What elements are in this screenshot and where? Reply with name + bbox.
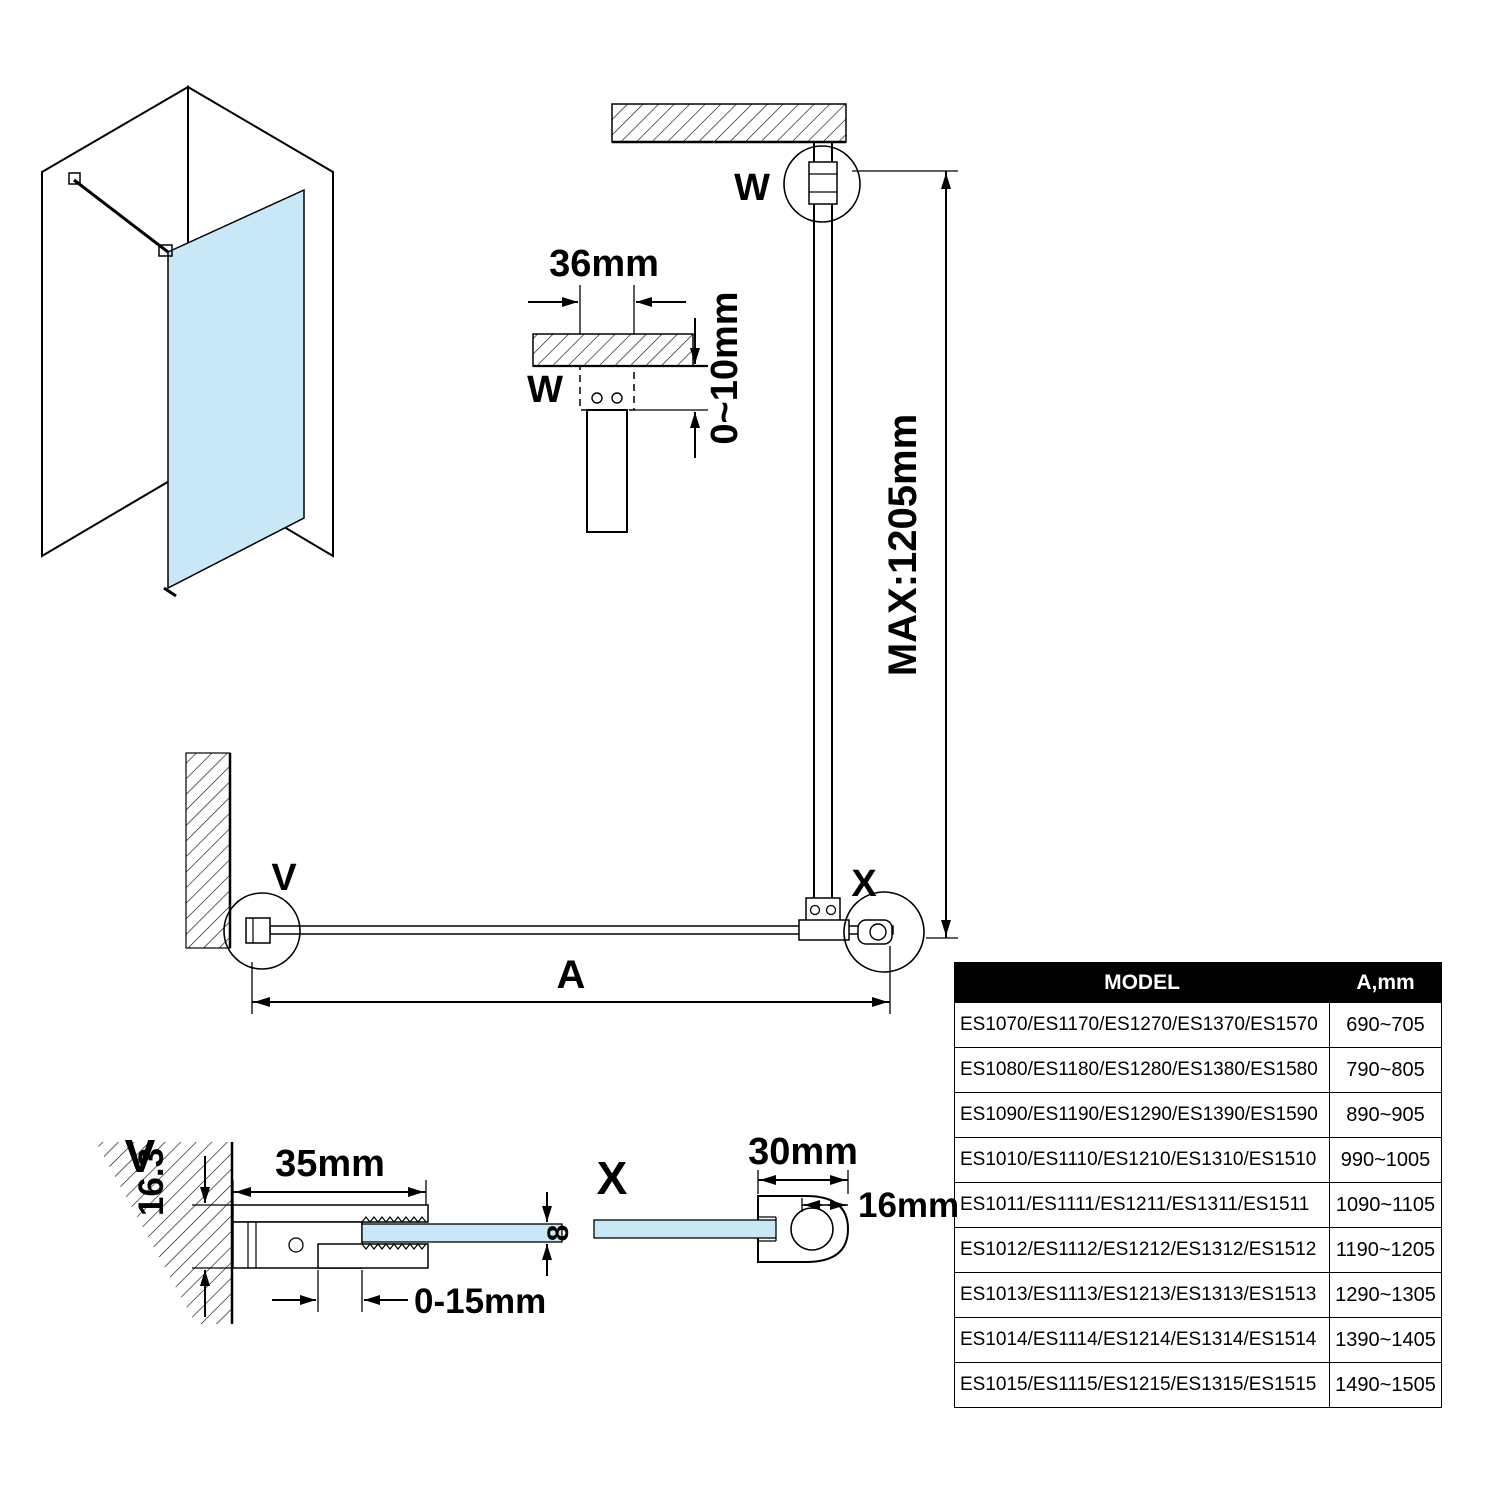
serration-bottom	[361, 1243, 427, 1250]
model-cell: ES1011/ES1111/ES1211/ES1311/ES1511	[954, 1182, 1330, 1228]
ceiling-hatch-w	[532, 333, 694, 367]
screw-channel-icon	[288, 1237, 304, 1253]
dim-a-label: A	[557, 953, 586, 997]
elevation-x-label: X	[851, 863, 877, 905]
a-cell: 1390~1405	[1329, 1317, 1442, 1363]
glass-foot-iso	[163, 586, 177, 598]
table-row: ES1080/ES1180/ES1280/ES1380/ES1580 790~8…	[954, 1047, 1442, 1093]
end-cap-knob	[869, 923, 887, 941]
a-cell: 990~1005	[1329, 1137, 1442, 1183]
ceiling-plate-dashed	[579, 365, 635, 411]
table-row: ES1090/ES1190/ES1290/ES1390/ES1590 890~9…	[954, 1092, 1442, 1138]
dim-16-3-label: 16.3	[132, 1148, 171, 1216]
detail-circle-x	[843, 891, 925, 973]
glass-section-v	[361, 1223, 563, 1243]
spec-table: MODEL A,mm ES1070/ES1170/ES1270/ES1370/E…	[954, 962, 1442, 1408]
detail-w-label: W	[527, 369, 563, 411]
dim-36mm-label: 36mm	[549, 243, 659, 285]
screw-icon	[825, 904, 837, 916]
detail-circle-w	[783, 145, 861, 223]
dim-8mm-label: 8	[542, 1225, 575, 1242]
ceiling-hatch	[611, 103, 847, 143]
wall-hatch	[185, 752, 231, 949]
a-cell: 790~805	[1329, 1047, 1442, 1093]
isometric-view	[41, 85, 334, 598]
ceiling-mount	[808, 161, 838, 205]
table-header-row: MODEL A,mm	[954, 962, 1442, 1003]
bar-clamp	[805, 897, 841, 923]
dim-max-height: MAX:1205mm	[852, 170, 958, 939]
elevation-w-label: W	[734, 167, 770, 209]
wall-bracket-iso	[68, 172, 81, 185]
table-header-a: A,mm	[1329, 962, 1442, 1003]
a-cell: 1090~1105	[1329, 1182, 1442, 1228]
screw-icon	[809, 904, 821, 916]
glass-bracket-iso	[158, 244, 173, 257]
model-cell: ES1015/ES1115/ES1215/ES1315/ES1515	[954, 1362, 1330, 1408]
a-cell: 1290~1305	[1329, 1272, 1442, 1318]
glass-panel-iso	[167, 188, 305, 590]
dim-0-10mm-label: 0~10mm	[704, 291, 746, 444]
dim-0-15mm: 0-15mm	[272, 1270, 546, 1321]
dim-0-15mm-label: 0-15mm	[414, 1282, 546, 1321]
dim-16mm-label: 16mm	[858, 1186, 959, 1225]
detail-v-callout: V 16.3 35mm	[96, 1130, 575, 1324]
table-row: ES1015/ES1115/ES1215/ES1315/ES1515 1490~…	[954, 1362, 1442, 1408]
a-cell: 1190~1205	[1329, 1227, 1442, 1273]
table-row: ES1013/ES1113/ES1213/ES1313/ES1513 1290~…	[954, 1272, 1442, 1318]
main-elevation: W V X MAX:1205mm	[185, 103, 958, 1014]
a-cell: 1490~1505	[1329, 1362, 1442, 1408]
table-row: ES1010/ES1110/ES1210/ES1310/ES1510 990~1…	[954, 1137, 1442, 1183]
elevation-v-label: V	[271, 857, 297, 899]
glass-section-x	[593, 1219, 777, 1239]
dim-a: A	[251, 946, 891, 1014]
bar-top-section	[586, 409, 628, 533]
wall-hatch-v	[96, 1142, 232, 1324]
table-row: ES1014/ES1114/ES1214/ES1314/ES1514 1390~…	[954, 1317, 1442, 1363]
detail-x-callout: X 30mm 16mm	[593, 1131, 959, 1263]
dim-max-label: MAX:1205mm	[881, 414, 925, 676]
dim-8mm: 8	[542, 1192, 575, 1276]
dim-35mm-label: 35mm	[275, 1143, 385, 1185]
dim-0-10mm: 0~10mm	[634, 291, 746, 458]
table-row: ES1012/ES1112/ES1212/ES1312/ES1512 1190~…	[954, 1227, 1442, 1273]
profile-top-plate	[232, 1204, 429, 1223]
model-cell: ES1080/ES1180/ES1280/ES1380/ES1580	[954, 1047, 1330, 1093]
clamp-foot	[798, 919, 850, 941]
serration-top	[361, 1216, 427, 1223]
glass-end-cap	[857, 919, 893, 945]
left-wall	[41, 85, 189, 558]
model-cell: ES1090/ES1190/ES1290/ES1390/ES1590	[954, 1092, 1330, 1138]
dim-35mm: 35mm	[232, 1143, 427, 1205]
table-row: ES1011/ES1111/ES1211/ES1311/ES1511 1090~…	[954, 1182, 1442, 1228]
wall-profile-plan	[245, 917, 271, 944]
support-bar-iso	[73, 178, 169, 254]
dim-16-3: 16.3	[132, 1148, 233, 1317]
detail-v-label: V	[125, 1130, 156, 1182]
model-size-table: MODEL A,mm ES1070/ES1170/ES1270/ES1370/E…	[954, 962, 1442, 1408]
a-cell: 890~905	[1329, 1092, 1442, 1138]
a-cell: 690~705	[1329, 1002, 1442, 1048]
detail-w-callout: 36mm 0~10mm W	[527, 243, 746, 533]
table-header-model: MODEL	[954, 962, 1330, 1003]
model-cell: ES1013/ES1113/ES1213/ES1313/ES1513	[954, 1272, 1330, 1318]
dim-36mm: 36mm	[528, 243, 686, 334]
screw-icon	[611, 392, 623, 404]
dim-30mm-label: 30mm	[748, 1131, 858, 1173]
table-row: ES1070/ES1170/ES1270/ES1370/ES1570 690~7…	[954, 1002, 1442, 1048]
dim-30mm: 30mm	[748, 1131, 858, 1194]
model-cell: ES1012/ES1112/ES1212/ES1312/ES1512	[954, 1227, 1330, 1273]
model-cell: ES1014/ES1114/ES1214/ES1314/ES1514	[954, 1317, 1330, 1363]
detail-x-label: X	[597, 1152, 628, 1204]
detail-circle-v	[223, 892, 301, 970]
dim-16mm: 16mm	[801, 1186, 959, 1225]
model-cell: ES1010/ES1110/ES1210/ES1310/ES1510	[954, 1137, 1330, 1183]
screw-icon	[591, 392, 603, 404]
model-cell: ES1070/ES1170/ES1270/ES1370/ES1570	[954, 1002, 1330, 1048]
